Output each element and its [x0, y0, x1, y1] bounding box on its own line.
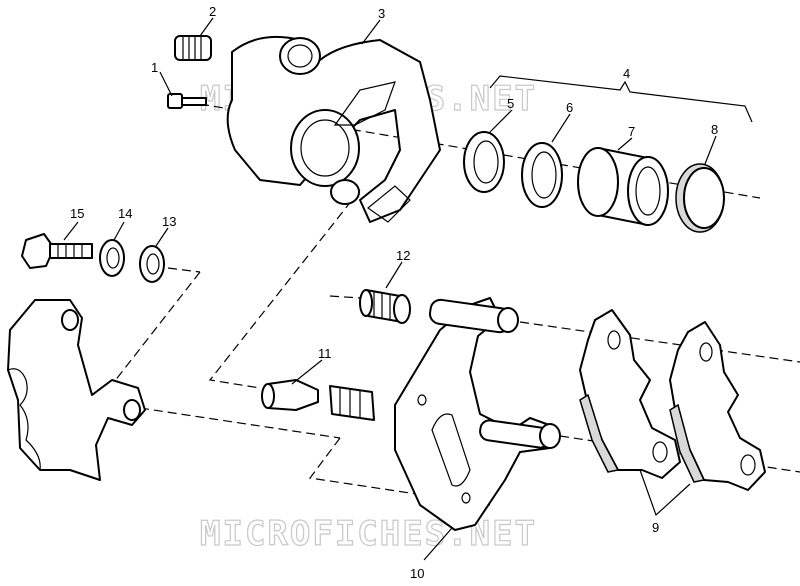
callout-4-bracket [489, 75, 753, 123]
callout-2: 2 [209, 4, 216, 19]
callout-7: 7 [628, 124, 635, 139]
part-15-bolt [21, 233, 93, 269]
part-10-bracket [394, 297, 561, 531]
part-8-cap [675, 163, 725, 233]
callout-1: 1 [151, 60, 158, 75]
part-12-boot [359, 289, 411, 324]
callout-15: 15 [70, 206, 84, 221]
watermark-bottom: MICROFICHES.NET [200, 514, 537, 554]
part-6-seal [521, 142, 563, 208]
part-5-seal [463, 131, 505, 193]
part-1-bolt [167, 93, 207, 109]
callout-13: 13 [162, 214, 176, 229]
part-2-bleeder-screw [174, 35, 212, 61]
callout-11: 11 [318, 346, 332, 361]
callouts: 1 2 3 4 5 6 7 8 9 10 11 12 13 14 15 [70, 4, 718, 581]
part-3-caliper-body [226, 35, 441, 223]
leader-lines [63, 17, 717, 561]
part-11-pin [261, 379, 375, 421]
callout-6: 6 [566, 100, 573, 115]
part-13-washer [139, 245, 165, 283]
callout-3: 3 [378, 6, 385, 21]
callout-8: 8 [711, 122, 718, 137]
part-7-piston [577, 147, 669, 226]
callout-14: 14 [118, 206, 132, 221]
callout-12: 12 [396, 248, 410, 263]
callout-9: 9 [652, 520, 659, 535]
mounting-arm [7, 299, 146, 481]
callout-4: 4 [623, 66, 630, 81]
part-14-washer [99, 239, 125, 277]
callout-5: 5 [507, 96, 514, 111]
part-9-brake-pads [579, 309, 766, 491]
callout-10: 10 [410, 566, 424, 581]
